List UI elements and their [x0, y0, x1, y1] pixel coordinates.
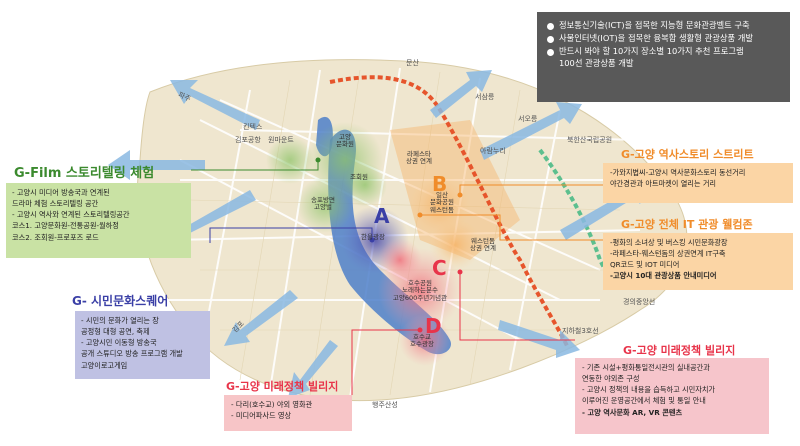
zone-d-label: 호수교 호수광장 [410, 333, 434, 349]
spot-western: 웨스턴돔 상권 연계 [470, 237, 496, 253]
info-item: 사물인터넷(IOT)을 접목한 융복합 생활형 관광상품 개발 [547, 33, 784, 44]
zone-b-label: 일산 문화공원 웨스턴돔 [430, 191, 454, 214]
spot-songpo: 송포방면 고양벌 [311, 196, 335, 212]
label-subway3: 지하철3호선 [562, 327, 599, 335]
connector-git [420, 214, 603, 241]
arrow-south-west [224, 290, 298, 346]
arrow-south-east [498, 320, 580, 358]
bullet-icon [547, 49, 554, 57]
spot-goyang-culture: 고양 문화원 [336, 133, 354, 149]
gfilm-box: - 고양시 미디어 방송국과 연계된 드라마 체험 스토리텔링 공간 - 고양시… [6, 183, 191, 258]
gsquare-title: G- 시민문화스퀘어 [72, 294, 169, 308]
gpolicy2-title: G-고양 미래정책 빌리지 [623, 344, 736, 357]
label-munsan: 문산 [406, 59, 419, 67]
connector-gfilm [191, 160, 319, 171]
gpolicy2-box: - 기존 시설+평화통일전시관의 실내공간과 연동한 야외존 구성 - 고양시 … [575, 358, 769, 434]
zone-c-letter: C [432, 256, 447, 280]
connector-gsquare [209, 227, 373, 243]
rail-line-red [329, 75, 570, 349]
info-item: 정보통신기술(ICT)을 접목한 지능형 문화관광벨트 구축 [547, 20, 784, 31]
git-title: G-고양 전체 IT 관광 웰컴존 [621, 218, 753, 231]
bullet-icon [547, 36, 554, 44]
label-kimpo-airport: 김포공항 [235, 136, 261, 144]
arrow-south [288, 340, 338, 398]
zone-b-letter: B [432, 172, 448, 196]
zone-d-letter: D [425, 314, 442, 338]
label-wonmount: 원마운트 [268, 136, 294, 144]
ghistory-box: -가와지볍씨-고양시 역사문화스토리 동선거리 야간경관과 아트마켓이 열리는 … [603, 163, 793, 203]
arrow-north [430, 70, 492, 118]
bullet-icon [547, 23, 554, 30]
zone-a-label: 한울광장 [361, 233, 385, 241]
connector-ghistory [459, 184, 603, 195]
label-seosamneung: 서삼릉 [475, 93, 495, 101]
arrow-north-west [170, 80, 260, 130]
info-item: 반드시 봐야 할 10가지 장소별 10가지 추천 프로그램 100선 관광상품… [547, 46, 784, 68]
ghistory-title: G-고양 역사스토리 스트리트 [621, 148, 754, 161]
gpolicy1-title: G-고양 미래정책 빌리지 [226, 380, 339, 393]
spot-lafesta: 라페스타 상권 연계 [406, 150, 432, 166]
label-kintex: 킨텍스 [243, 123, 263, 131]
label-gyeongeui: 경의중앙선 [623, 298, 656, 306]
label-aramnuri: 아람누리 [480, 147, 506, 155]
info-box: 정보통신기술(ICT)을 접목한 지능형 문화관광벨트 구축 사물인터넷(IOT… [537, 12, 790, 102]
zone-c-label: 호수공원 노래하는분수 고양600주년기념관 [392, 279, 448, 302]
label-bukhansan: 북한산국립공원 [567, 136, 613, 144]
connector-gpolicy2 [459, 272, 575, 341]
spot-aram: 조회원 [350, 173, 368, 181]
zone-a-letter: A [374, 204, 390, 228]
label-haengju: 행주산성 [372, 401, 398, 409]
label-seooreung: 서오릉 [518, 115, 538, 123]
connector-gpolicy1 [351, 329, 420, 395]
arrow-far-west [108, 150, 205, 180]
gfilm-title: G-Film 스토리텔링 체험 [14, 166, 155, 181]
git-box: -평화의 소녀상 및 버스킹 시민문화광장 -라페스타-웨스턴돔의 상권연계 I… [603, 233, 793, 290]
gsquare-box: - 시민의 문화가 열리는 장 공정형 대형 공연, 축제 - 고양시민 이동형… [75, 311, 210, 379]
arrow-north-east [480, 102, 582, 160]
gpolicy1-box: - 다리(호수교) 야외 영화관 - 미디어파사드 영상 [224, 395, 352, 431]
